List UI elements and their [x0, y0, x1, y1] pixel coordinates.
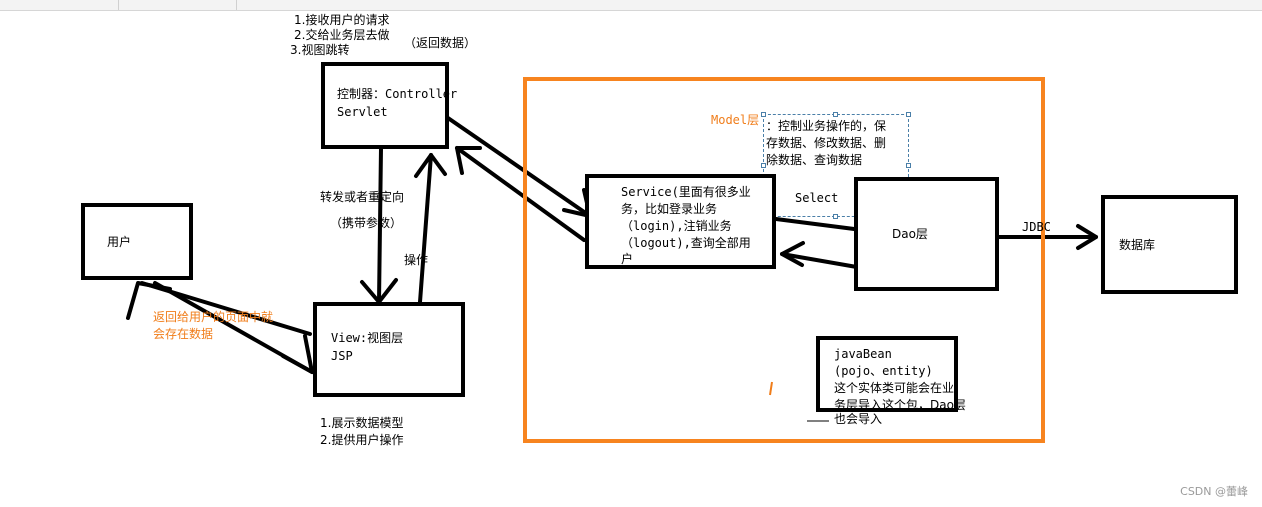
- controller-note-return: （返回数据）: [404, 36, 477, 50]
- controller-note-1: 1.接收用户的请求: [294, 13, 390, 27]
- model-note-2: 存数据、修改数据、删: [766, 136, 887, 150]
- user-box[interactable]: 用户: [81, 203, 193, 280]
- view-subtitle: JSP: [331, 349, 353, 363]
- javabean-line-4: 务层导入这个包，Dao层: [834, 398, 966, 412]
- resize-handle[interactable]: [833, 112, 838, 117]
- controller-note-3: 3.视图跳转: [290, 43, 350, 57]
- forward-label: 转发或者重定向: [320, 190, 405, 204]
- resize-handle[interactable]: [906, 163, 911, 168]
- resize-handle[interactable]: [906, 112, 911, 117]
- database-label: 数据库: [1119, 238, 1156, 252]
- model-layer-label: Model层: [711, 113, 760, 127]
- return-note-1: 返回给用户的页面中就: [153, 310, 274, 324]
- controller-subtitle: Servlet: [337, 105, 388, 119]
- resize-handle[interactable]: [833, 214, 838, 219]
- javabean-box[interactable]: javaBean (pojo、entity) 这个实体类可能会在业 务层导入这个…: [816, 336, 966, 412]
- model-layer-region: [523, 77, 1045, 443]
- service-line-1: Service(里面有很多业: [621, 185, 751, 199]
- arrow-controller-to-service: [446, 116, 592, 218]
- model-note-1: ：控制业务操作的，保: [766, 119, 887, 133]
- service-line-2: 务，比如登录业务: [621, 202, 718, 216]
- resize-handle[interactable]: [761, 163, 766, 168]
- service-line-5: 户: [621, 252, 634, 266]
- top-strip-segment: [118, 0, 237, 10]
- operate-label: 操作: [404, 253, 429, 267]
- controller-box[interactable]: 控制器：Controller Servlet: [321, 62, 457, 149]
- service-box[interactable]: Service(里面有很多业 务，比如登录业务 （login),注销业务 （lo…: [585, 174, 776, 269]
- javabean-line-2: (pojo、entity): [834, 364, 933, 378]
- window-top-strip: [0, 0, 1262, 11]
- service-line-3: （login),注销业务: [621, 219, 732, 233]
- accent-mark: [769, 381, 773, 396]
- view-note-1: 1.展示数据模型: [320, 416, 404, 430]
- controller-note-2: 2.交给业务层去做: [294, 28, 390, 42]
- resize-handle[interactable]: [761, 112, 766, 117]
- forward-sub: （携带参数）: [330, 216, 403, 230]
- view-note-2: 2.提供用户操作: [320, 433, 404, 447]
- arrow-controller-to-view: [377, 146, 383, 304]
- top-strip-segment: [0, 0, 119, 10]
- javabean-tail: 也会导入: [834, 412, 883, 426]
- javabean-line-3: 这个实体类可能会在业: [834, 381, 955, 395]
- arrow-view-to-controller: [418, 153, 433, 304]
- database-box[interactable]: 数据库: [1101, 195, 1238, 294]
- view-title: View:视图层: [331, 331, 404, 345]
- watermark: CSDN @蕾峰: [1180, 485, 1248, 498]
- service-line-4: （logout),查询全部用: [621, 236, 751, 250]
- user-label: 用户: [107, 235, 132, 249]
- javabean-line-1: javaBean: [834, 347, 892, 361]
- controller-title: 控制器：Controller: [337, 87, 458, 101]
- arrow-service-to-controller: [455, 146, 586, 242]
- select-label: Select: [795, 191, 839, 205]
- return-note-2: 会存在数据: [153, 327, 214, 341]
- view-box[interactable]: View:视图层 JSP: [313, 302, 465, 397]
- dao-label: Dao层: [892, 227, 928, 241]
- arrow-service-to-dao: [774, 217, 864, 232]
- dao-box[interactable]: Dao层: [854, 177, 999, 291]
- model-note-3: 除数据、查询数据: [766, 153, 863, 167]
- jdbc-label: JDBC: [1022, 220, 1051, 234]
